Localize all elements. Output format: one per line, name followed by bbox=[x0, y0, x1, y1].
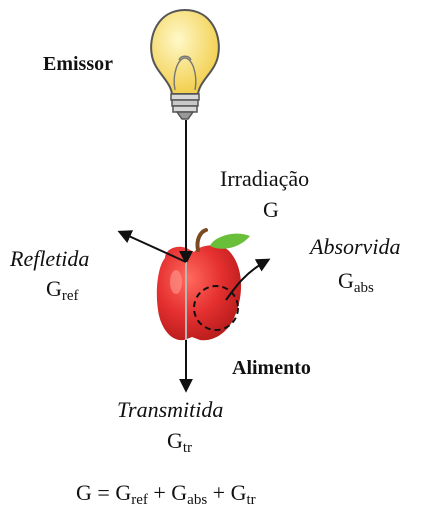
reflected-arrow bbox=[120, 232, 186, 262]
balance-equation: G = Gref + Gabs + Gtr bbox=[76, 482, 256, 508]
food-label: Alimento bbox=[232, 358, 311, 378]
transmitted-label: Transmitida bbox=[117, 399, 223, 421]
reflected-symbol: Gref bbox=[46, 278, 79, 304]
emitter-label: Emissor bbox=[43, 54, 113, 74]
irradiation-symbol: G bbox=[263, 199, 279, 221]
absorbed-symbol: Gabs bbox=[338, 270, 374, 296]
transmitted-symbol: Gtr bbox=[167, 430, 192, 456]
light-bulb-icon bbox=[151, 10, 219, 119]
irradiation-label: Irradiação bbox=[220, 168, 309, 190]
reflected-label: Refletida bbox=[10, 248, 89, 270]
absorbed-label: Absorvida bbox=[310, 236, 400, 258]
